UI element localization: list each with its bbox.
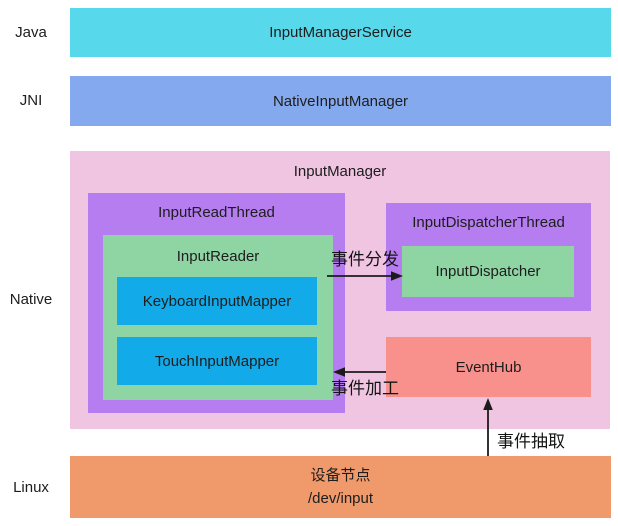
native-input-manager-box: NativeInputManager <box>70 76 611 126</box>
device-node-box: 设备节点 /dev/input <box>70 456 611 518</box>
event-hub-box: EventHub <box>386 337 591 397</box>
touch-input-mapper-label: TouchInputMapper <box>154 352 280 370</box>
keyboard-input-mapper-label: KeyboardInputMapper <box>142 292 292 310</box>
event-hub-label: EventHub <box>455 358 522 376</box>
input-manager-service-label: InputManagerService <box>269 24 412 41</box>
native-input-manager-label: NativeInputManager <box>272 92 409 110</box>
layer-label-linux: Linux <box>13 479 49 496</box>
device-node-path: /dev/input <box>307 490 374 507</box>
keyboard-input-mapper-box: KeyboardInputMapper <box>117 277 317 325</box>
process-arrow-label: 事件加工 <box>331 379 399 398</box>
input-manager-box: InputManager InputReadThread InputReader… <box>70 151 610 429</box>
device-node-label: 设备节点 <box>310 467 371 484</box>
input-dispatcher-thread-label: InputDispatcherThread <box>412 214 565 231</box>
input-manager-service-box: InputManagerService <box>70 8 611 57</box>
input-dispatcher-box: InputDispatcher <box>402 246 574 297</box>
layer-label-native: Native <box>9 291 53 308</box>
extract-arrow-label: 事件抽取 <box>497 432 565 451</box>
touch-input-mapper-box: TouchInputMapper <box>117 337 317 385</box>
layer-label-jni: JNI <box>19 92 43 109</box>
input-dispatcher-thread-box: InputDispatcherThread InputDispatcher <box>386 203 591 311</box>
input-reader-box: InputReader KeyboardInputMapper TouchInp… <box>103 235 333 400</box>
input-reader-label: InputReader <box>176 248 260 265</box>
input-read-thread-label: InputReadThread <box>158 204 275 221</box>
dispatch-arrow-label: 事件分发 <box>331 250 399 269</box>
input-manager-label: InputManager <box>293 163 387 180</box>
layer-label-java: Java <box>15 24 47 41</box>
input-dispatcher-label: InputDispatcher <box>435 263 541 280</box>
input-read-thread-box: InputReadThread InputReader KeyboardInpu… <box>88 193 345 413</box>
